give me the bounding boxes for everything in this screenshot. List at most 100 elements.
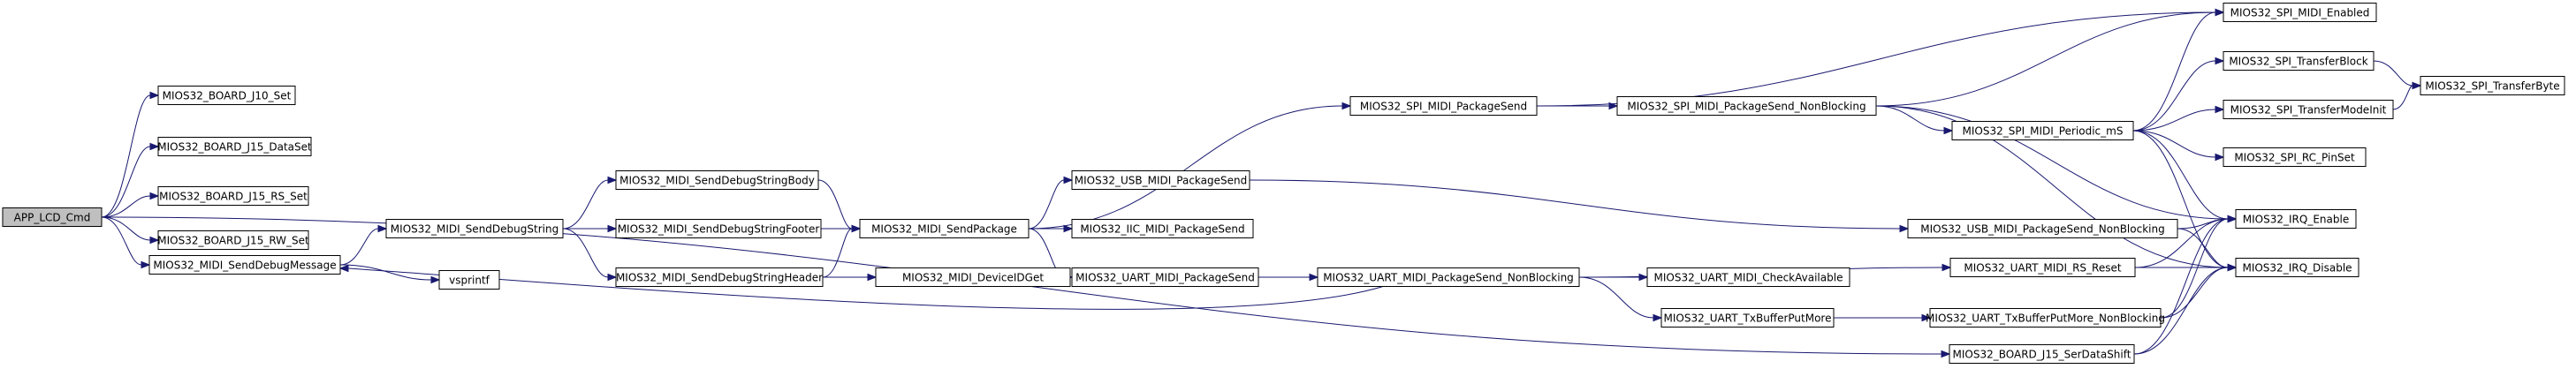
edge-line bbox=[2132, 11, 2216, 132]
arrowhead bbox=[1941, 263, 1952, 272]
edge-line bbox=[1875, 105, 2229, 268]
node-mios32-uart-midi-packagesend-nonblocking[interactable]: MIOS32_UART_MIDI_PackageSend_NonBlocking bbox=[1317, 267, 1580, 287]
edge-line bbox=[1875, 105, 1945, 132]
node-box bbox=[1929, 308, 2162, 328]
node-box bbox=[2, 207, 103, 227]
edge-line bbox=[562, 179, 609, 230]
node-label: MIOS32_UART_TxBufferPutMore bbox=[1664, 312, 1832, 325]
arrowhead bbox=[2215, 153, 2225, 162]
arrowhead bbox=[607, 273, 618, 282]
call-edge bbox=[1028, 176, 1074, 230]
node-box bbox=[2235, 209, 2357, 229]
node-box bbox=[1071, 267, 1259, 287]
node-mios32-uart-midi-rs-reset[interactable]: MIOS32_UART_MIDI_RS_Reset bbox=[1949, 258, 2136, 277]
arrowhead bbox=[2215, 8, 2225, 17]
node-box bbox=[2420, 76, 2565, 95]
node-mios32-uart-midi-packagesend[interactable]: MIOS32_UART_MIDI_PackageSend bbox=[1071, 267, 1259, 287]
arrowhead bbox=[338, 264, 349, 273]
edge-line bbox=[562, 228, 609, 278]
edge-line bbox=[2132, 130, 2229, 220]
edge-line bbox=[2160, 267, 2229, 319]
node-box bbox=[157, 186, 309, 206]
arrowhead bbox=[1309, 273, 1319, 282]
node-mios32-midi-senddebugstringheader[interactable]: MIOS32_MIDI_SendDebugStringHeader bbox=[615, 267, 824, 287]
call-edge bbox=[822, 224, 862, 278]
call-edge bbox=[101, 216, 151, 269]
call-edge bbox=[2132, 130, 2225, 162]
node-label: MIOS32_SPI_TransferModeInit bbox=[2230, 104, 2387, 117]
call-edge bbox=[563, 224, 618, 233]
node-mios32-uart-midi-checkavailable[interactable]: MIOS32_UART_MIDI_CheckAvailable bbox=[1646, 267, 1850, 287]
call-edge bbox=[101, 91, 160, 218]
edge-line bbox=[2133, 218, 2229, 355]
node-mios32-spi-midi-packagesend[interactable]: MIOS32_SPI_MIDI_PackageSend bbox=[1349, 96, 1538, 116]
arrowhead bbox=[2227, 263, 2238, 272]
node-box bbox=[1071, 219, 1254, 238]
edge-line bbox=[101, 94, 151, 218]
call-edge bbox=[1536, 8, 2225, 107]
arrowhead bbox=[377, 224, 388, 233]
call-edge bbox=[562, 228, 618, 282]
node-mios32-board-j15-rs-set[interactable]: MIOS32_BOARD_J15_RS_Set bbox=[157, 186, 309, 206]
node-box bbox=[615, 267, 824, 287]
edge-line bbox=[2133, 267, 2229, 355]
call-edge bbox=[2132, 8, 2225, 132]
edge-line bbox=[822, 228, 853, 278]
node-mios32-usb-midi-packagesend[interactable]: MIOS32_USB_MIDI_PackageSend bbox=[1071, 170, 1250, 190]
node-mios32-irq-disable[interactable]: MIOS32_IRQ_Disable bbox=[2235, 258, 2359, 277]
node-mios32-board-j15-dataset[interactable]: MIOS32_BOARD_J15_DataSet bbox=[157, 137, 312, 156]
node-mios32-uart-txbufferputmore[interactable]: MIOS32_UART_TxBufferPutMore bbox=[1660, 308, 1835, 328]
edge-line bbox=[2160, 218, 2229, 319]
node-box bbox=[385, 219, 564, 238]
call-edge bbox=[2132, 130, 2238, 223]
node-box bbox=[157, 137, 312, 156]
node-mios32-board-j15-serdatashift[interactable]: MIOS32_BOARD_J15_SerDataShift bbox=[1949, 344, 2135, 364]
call-edge bbox=[823, 273, 878, 282]
node-mios32-spi-midi-enabled[interactable]: MIOS32_SPI_MIDI_Enabled bbox=[2223, 3, 2377, 22]
node-label: MIOS32_BOARD_J15_SerDataShift bbox=[1953, 349, 2131, 361]
edge-line bbox=[1028, 179, 1065, 230]
call-edge bbox=[2392, 81, 2422, 110]
node-mios32-spi-transferblock[interactable]: MIOS32_SPI_TransferBlock bbox=[2223, 51, 2375, 71]
node-mios32-midi-deviceidget[interactable]: MIOS32_MIDI_DeviceIDGet bbox=[875, 267, 1071, 287]
call-edge bbox=[1875, 105, 1954, 135]
node-mios32-midi-senddebugstringbody[interactable]: MIOS32_MIDI_SendDebugStringBody bbox=[615, 170, 819, 190]
node-mios32-spi-midi-periodic-ms[interactable]: MIOS32_SPI_MIDI_Periodic_mS bbox=[1951, 121, 2134, 140]
edge-line bbox=[1536, 11, 2216, 107]
node-layer: APP_LCD_Cmd MIOS32_BOARD_J10_SetMIOS32_BO… bbox=[2, 3, 2565, 364]
node-mios32-spi-transferbyte[interactable]: MIOS32_SPI_TransferByte bbox=[2420, 76, 2565, 95]
node-mios32-spi-rc-pinset[interactable]: MIOS32_SPI_RC_PinSet bbox=[2223, 147, 2367, 167]
node-mios32-iic-midi-packagesend[interactable]: MIOS32_IIC_MIDI_PackageSend bbox=[1071, 219, 1254, 238]
node-mios32-irq-enable[interactable]: MIOS32_IRQ_Enable bbox=[2235, 209, 2357, 229]
node-label: MIOS32_USB_MIDI_PackageSend_NonBlocking bbox=[1920, 223, 2164, 236]
node-label: MIOS32_MIDI_DeviceIDGet bbox=[902, 272, 1044, 284]
node-label: vsprintf bbox=[449, 275, 490, 287]
node-mios32-uart-txbufferputmore-nonblocking[interactable]: MIOS32_UART_TxBufferPutMore_NonBlocking bbox=[1926, 308, 2165, 328]
node-app-lcd-cmd[interactable]: APP_LCD_Cmd bbox=[2, 207, 103, 227]
node-mios32-usb-midi-packagesend-nonblocking[interactable]: MIOS32_USB_MIDI_PackageSend_NonBlocking bbox=[1907, 219, 2178, 238]
node-mios32-spi-midi-packagesend-nonblocking[interactable]: MIOS32_SPI_MIDI_PackageSend_NonBlocking bbox=[1616, 96, 1877, 116]
edge-line bbox=[1249, 179, 1901, 230]
edge-line bbox=[1028, 105, 1343, 230]
node-mios32-spi-transfermodeinit[interactable]: MIOS32_SPI_TransferModeInit bbox=[2223, 100, 2394, 119]
node-label: MIOS32_SPI_MIDI_PackageSend bbox=[1360, 101, 1527, 113]
node-mios32-board-j10-set[interactable]: MIOS32_BOARD_J10_Set bbox=[157, 86, 296, 105]
node-box bbox=[859, 219, 1030, 238]
node-box bbox=[157, 86, 296, 105]
node-box bbox=[2223, 3, 2377, 22]
node-mios32-midi-senddebugstring[interactable]: MIOS32_MIDI_SendDebugString bbox=[385, 219, 564, 238]
arrowhead bbox=[1921, 313, 1932, 322]
arrowhead bbox=[1638, 273, 1649, 282]
node-mios32-midi-senddebugmessage[interactable]: MIOS32_MIDI_SendDebugMessage bbox=[148, 255, 341, 275]
node-label: MIOS32_MIDI_SendDebugStringHeader bbox=[616, 272, 823, 284]
edge-line bbox=[2134, 218, 2229, 268]
node-mios32-midi-sendpackage[interactable]: MIOS32_MIDI_SendPackage bbox=[859, 219, 1030, 238]
node-box bbox=[875, 267, 1071, 287]
node-mios32-midi-senddebugstringfooter[interactable]: MIOS32_MIDI_SendDebugStringFooter bbox=[615, 219, 822, 238]
node-vsprintf[interactable]: vsprintf bbox=[438, 270, 500, 290]
arrowhead bbox=[2215, 105, 2225, 114]
node-box bbox=[2223, 100, 2394, 119]
call-edge bbox=[339, 264, 441, 284]
call-edge bbox=[1028, 102, 1352, 230]
node-mios32-board-j15-rw-set[interactable]: MIOS32_BOARD_J15_RW_Set bbox=[157, 230, 309, 250]
